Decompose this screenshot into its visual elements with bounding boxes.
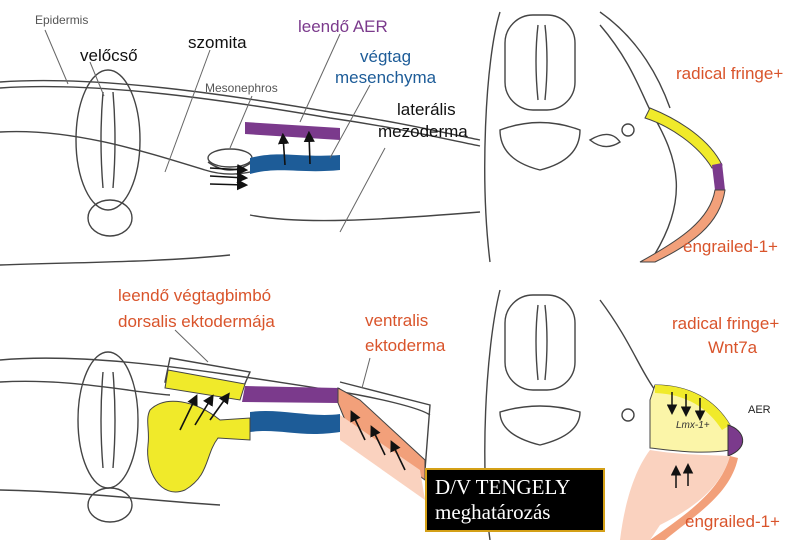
dv-axis-caption-box: D/V TENGELY meghatározás <box>425 468 605 532</box>
aer-cap <box>728 425 743 456</box>
label-engrailed-bottom: engrailed-1+ <box>685 512 780 532</box>
dorsal-stripe-top-right <box>645 108 722 168</box>
label-future-aer: leendő AER <box>298 17 388 37</box>
aer-stripe-top-right <box>712 163 725 190</box>
mesenchyme-stripe-1 <box>250 154 340 174</box>
label-aer: AER <box>748 404 771 417</box>
label-ventral-ectoderm: ektoderma <box>365 336 445 356</box>
label-engrailed-top: engrailed-1+ <box>683 237 778 257</box>
label-epidermis: Epidermis <box>35 14 88 28</box>
label-dorsal-ectoderm: dorsalis ektodermája <box>118 312 275 332</box>
label-wnt7a: Wnt7a <box>708 338 757 358</box>
aer-stripe-1 <box>245 122 340 140</box>
aer-stripe-2 <box>242 386 340 403</box>
label-limb: végtag <box>360 47 411 67</box>
notochord <box>88 200 132 236</box>
label-mesonephros: Mesonephros <box>205 82 278 96</box>
somite-dermomyotome <box>148 401 250 492</box>
label-lmx: Lmx-1+ <box>676 420 710 432</box>
somite <box>208 149 252 167</box>
label-radical-fringe-top: radical fringe+ <box>676 64 783 84</box>
label-somite: szomita <box>188 33 247 53</box>
label-mesenchyme: mesenchyma <box>335 68 436 88</box>
dorsal-ectoderm-stripe <box>165 370 245 400</box>
label-mesoderm: mezoderma <box>378 122 468 142</box>
panel-top-right <box>485 12 677 262</box>
caption-line-2: meghatározás <box>435 500 603 525</box>
label-neural-tube: velőcső <box>80 46 138 66</box>
notochord <box>88 488 132 522</box>
label-radical-fringe-bottom: radical fringe+ <box>672 314 779 334</box>
label-lateral: laterális <box>397 100 456 120</box>
label-ventral: ventralis <box>365 311 428 331</box>
label-future-limb-bud: leendő végtagbimbó <box>118 286 271 306</box>
neural-tube <box>78 352 138 488</box>
caption-line-1: D/V TENGELY <box>435 475 603 500</box>
neural-tube <box>76 70 140 210</box>
mesenchyme-stripe-2 <box>250 411 340 434</box>
